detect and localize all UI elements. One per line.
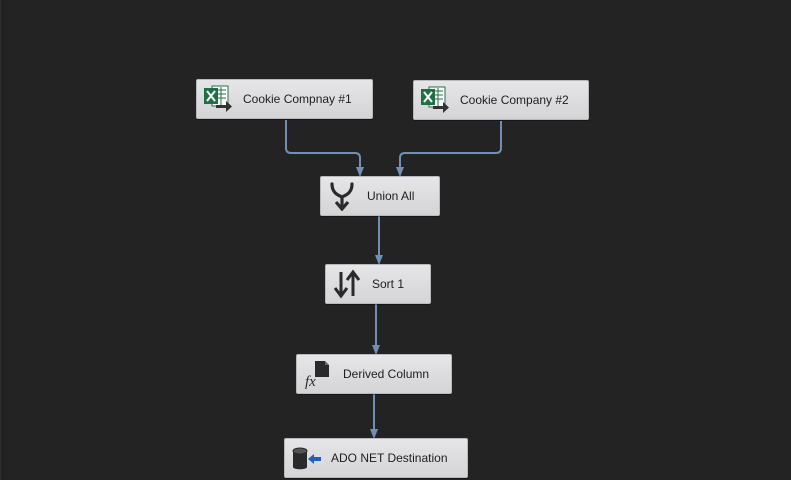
node-label: Union All xyxy=(367,189,415,203)
node-label: Cookie Company #2 xyxy=(460,93,569,107)
node-label: Sort 1 xyxy=(372,277,405,291)
node-label: ADO NET Destination xyxy=(331,451,448,465)
excel-source-icon xyxy=(201,82,235,116)
node-label: Derived Column xyxy=(343,367,430,381)
path-source1-to-union[interactable] xyxy=(285,120,364,177)
node-union-all[interactable]: Union All xyxy=(320,176,440,216)
union-all-icon xyxy=(325,179,359,213)
node-derived-column[interactable]: fx Derived Column xyxy=(296,354,452,394)
sort-icon xyxy=(330,267,364,301)
node-label: Cookie Compnay #1 xyxy=(243,92,352,106)
database-destination-icon xyxy=(289,441,323,475)
excel-source-icon xyxy=(418,83,452,117)
fx-icon: fx xyxy=(301,357,335,391)
node-ado-net-destination[interactable]: ADO NET Destination xyxy=(284,438,468,478)
svg-text:fx: fx xyxy=(305,374,316,389)
node-sort-1[interactable]: Sort 1 xyxy=(325,264,431,304)
node-cookie-company-2[interactable]: Cookie Company #2 xyxy=(413,80,589,120)
path-source2-to-union[interactable] xyxy=(396,121,502,177)
node-cookie-company-1[interactable]: Cookie Compnay #1 xyxy=(196,79,373,119)
